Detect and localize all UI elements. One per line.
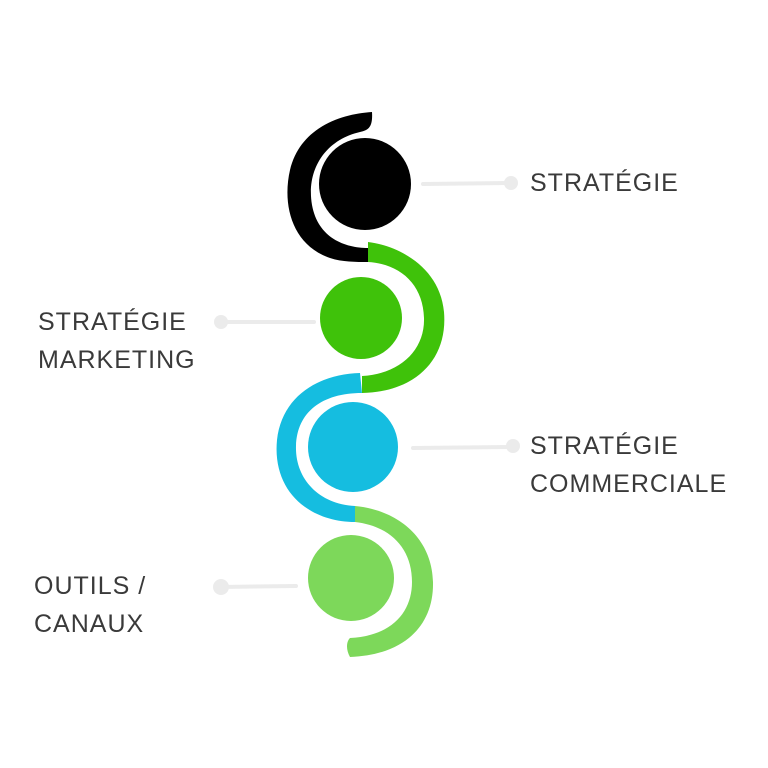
connector-4 (213, 579, 298, 595)
step-1-strategie (287, 112, 411, 262)
step-3-strategie-commerciale (276, 373, 398, 522)
step-4-outils-canaux (308, 506, 434, 657)
step-4-circle (308, 535, 394, 621)
step-3-arc (276, 373, 362, 522)
step-4-arc (347, 506, 434, 657)
label-strategie-marketing: STRATÉGIE MARKETING (38, 308, 196, 374)
step-2-strategie-marketing (320, 242, 445, 393)
label-outils-canaux: OUTILS / CANAUX (34, 572, 147, 638)
connector-3 (411, 439, 520, 453)
step-3-circle (308, 402, 398, 492)
connector-1 (421, 176, 518, 190)
step-2-arc (362, 242, 445, 393)
step-2-circle (320, 277, 402, 359)
label-strategie: STRATÉGIE (530, 169, 679, 197)
connector-2 (214, 315, 316, 329)
step-1-circle (319, 138, 411, 230)
step-1-arc (287, 112, 373, 262)
label-strategie-commerciale: STRATÉGIE COMMERCIALE (530, 432, 728, 498)
